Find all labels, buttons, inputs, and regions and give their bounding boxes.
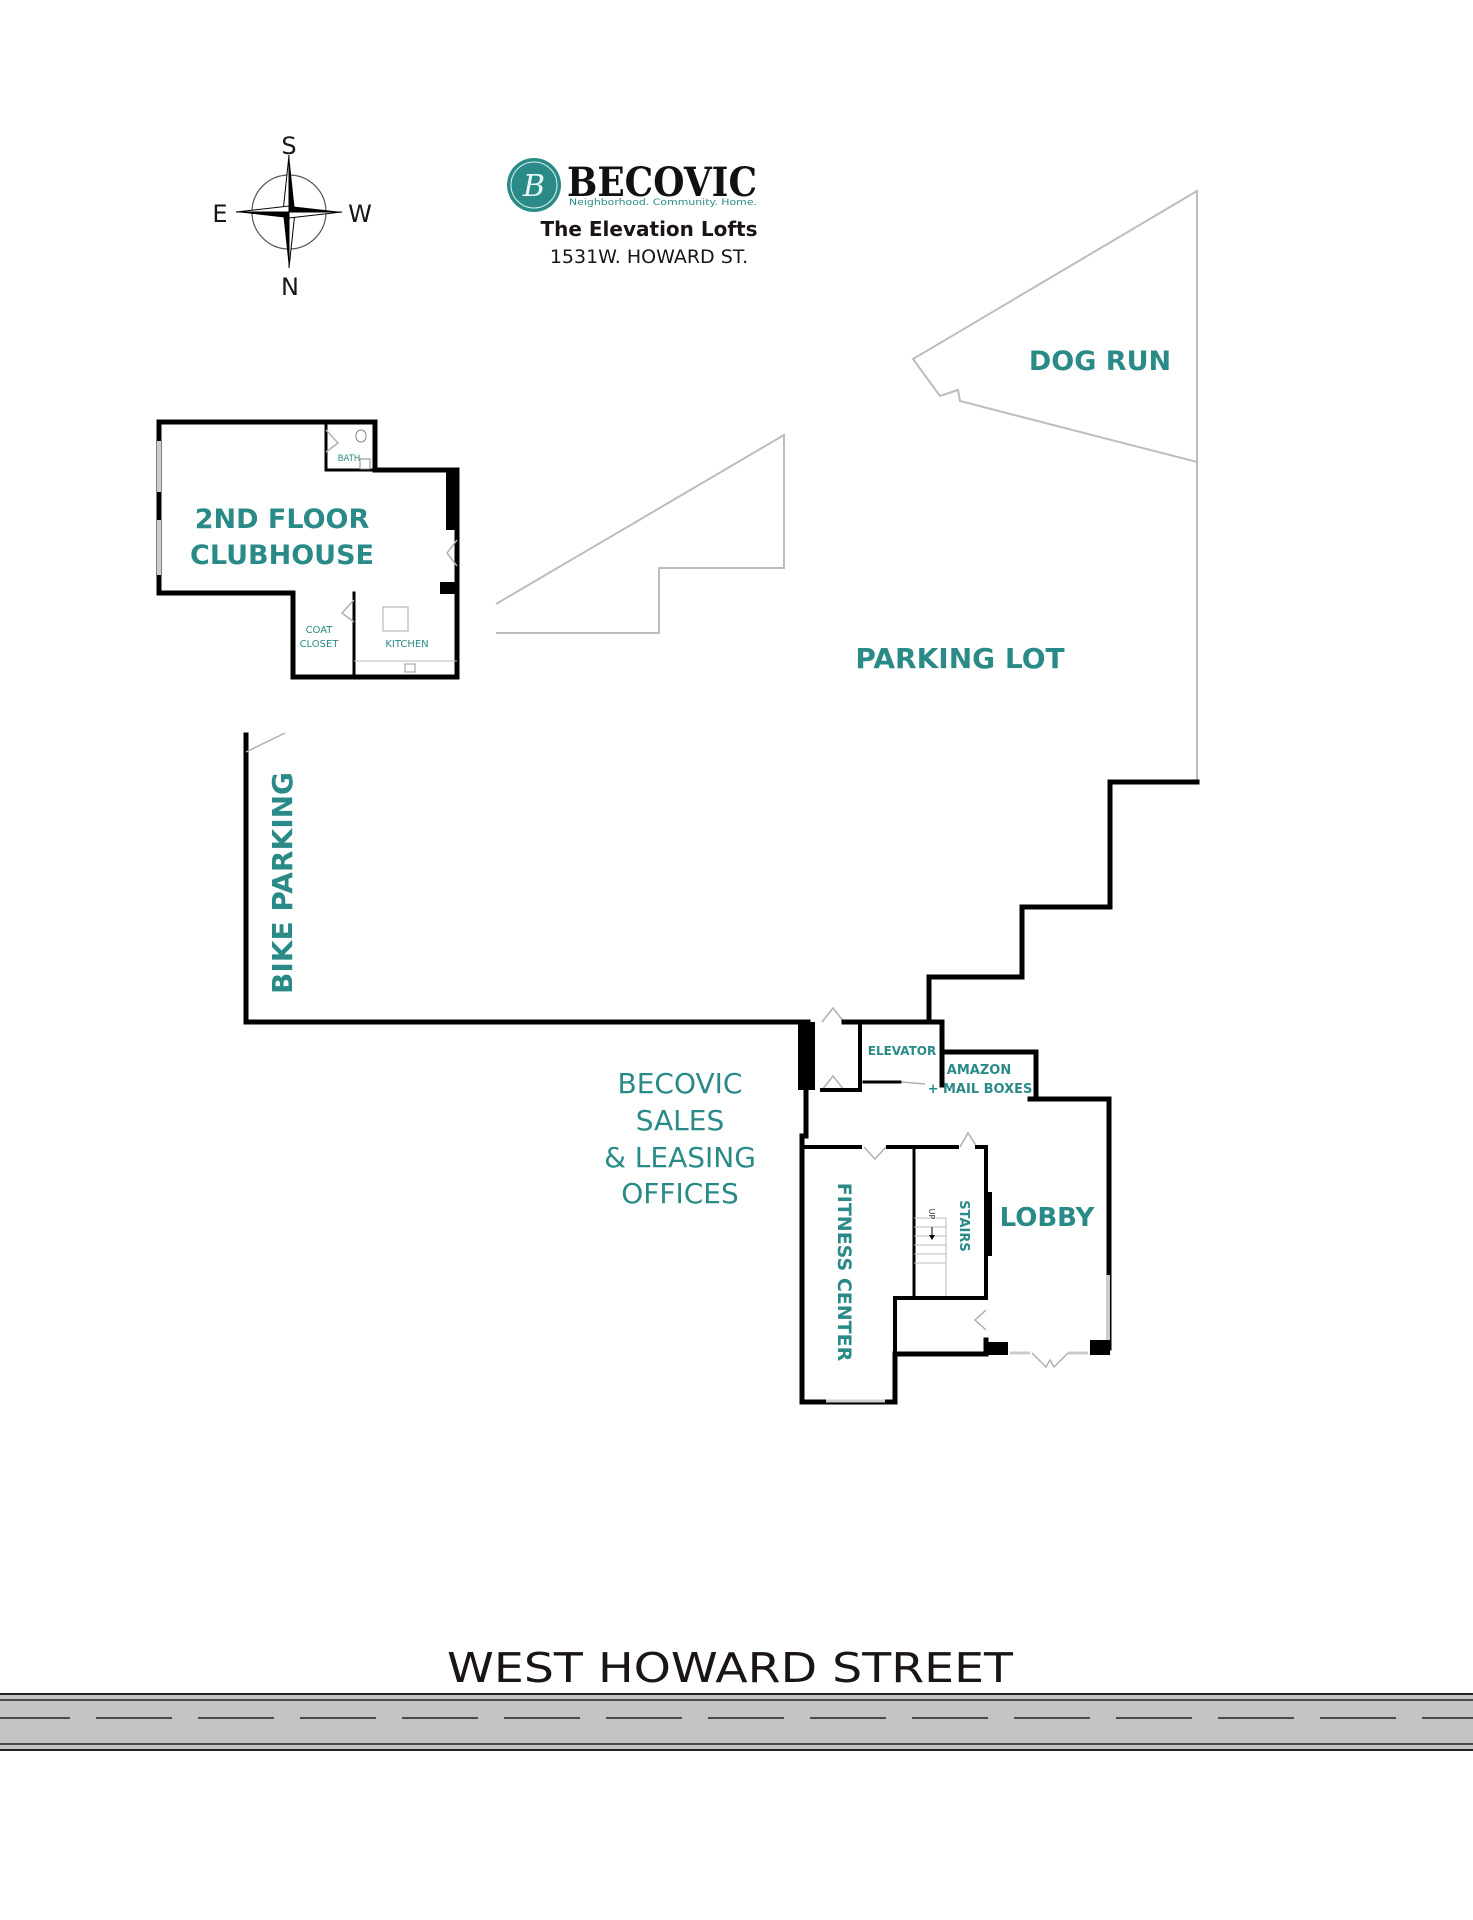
bath-label: BATH [338,454,361,464]
coat-closet-label-line1: COAT [306,625,334,636]
sales-label-line1: BECOVIC [618,1067,743,1100]
stairs-up-label: UP [927,1209,936,1220]
sales-label-line3: & LEASING [604,1141,756,1174]
dog-run-label: DOG RUN [1029,346,1171,377]
coat-closet-label-line2: CLOSET [300,639,340,650]
brand-logo: B BECOVIC Neighborhood. Community. Home. [507,158,757,212]
logo-badge-icon [507,158,561,212]
clubhouse-terrace-outline [495,433,785,634]
compass-bottom-label: N [281,273,299,301]
clubhouse-label-line1: 2ND FLOOR [195,504,370,535]
bike-parking-label: BIKE PARKING [266,772,299,994]
kitchen-label: KITCHEN [385,639,428,650]
main-building-floorplan [798,1006,1112,1405]
mail-label-line2: + MAIL BOXES [928,1082,1033,1097]
bike-parking-gate [245,732,286,753]
property-name: The Elevation Lofts [540,217,757,241]
compass-rose-icon [235,154,343,269]
compass-top-label: S [281,132,296,160]
sales-label-line2: SALES [636,1104,725,1137]
brand-tagline: Neighborhood. Community. Home. [569,198,757,208]
parking-lot-boundary [926,779,1200,1024]
clubhouse-label-line2: CLUBHOUSE [190,540,374,571]
sales-label-line4: OFFICES [621,1177,739,1210]
mail-label-line1: AMAZON [947,1063,1011,1078]
parking-lot-label: PARKING LOT [855,642,1064,675]
elevator-label: ELEVATOR [868,1044,937,1058]
street-name-label: WEST HOWARD STREET [447,1644,1014,1692]
logo-letter: B [522,169,545,204]
dog-run-outline [911,189,1198,464]
property-address: 1531W. HOWARD ST. [550,246,748,268]
compass-left-label: E [212,200,227,228]
fitness-center-label: FITNESS CENTER [833,1183,855,1362]
clubhouse-floorplan [156,419,460,680]
street-road [0,1693,1473,1751]
brand-name: BECOVIC [567,159,757,206]
compass-right-label: W [348,200,372,228]
stairs-label: STAIRS [956,1200,971,1252]
bike-parking-wall [243,732,811,1025]
lobby-label: LOBBY [1000,1203,1096,1233]
